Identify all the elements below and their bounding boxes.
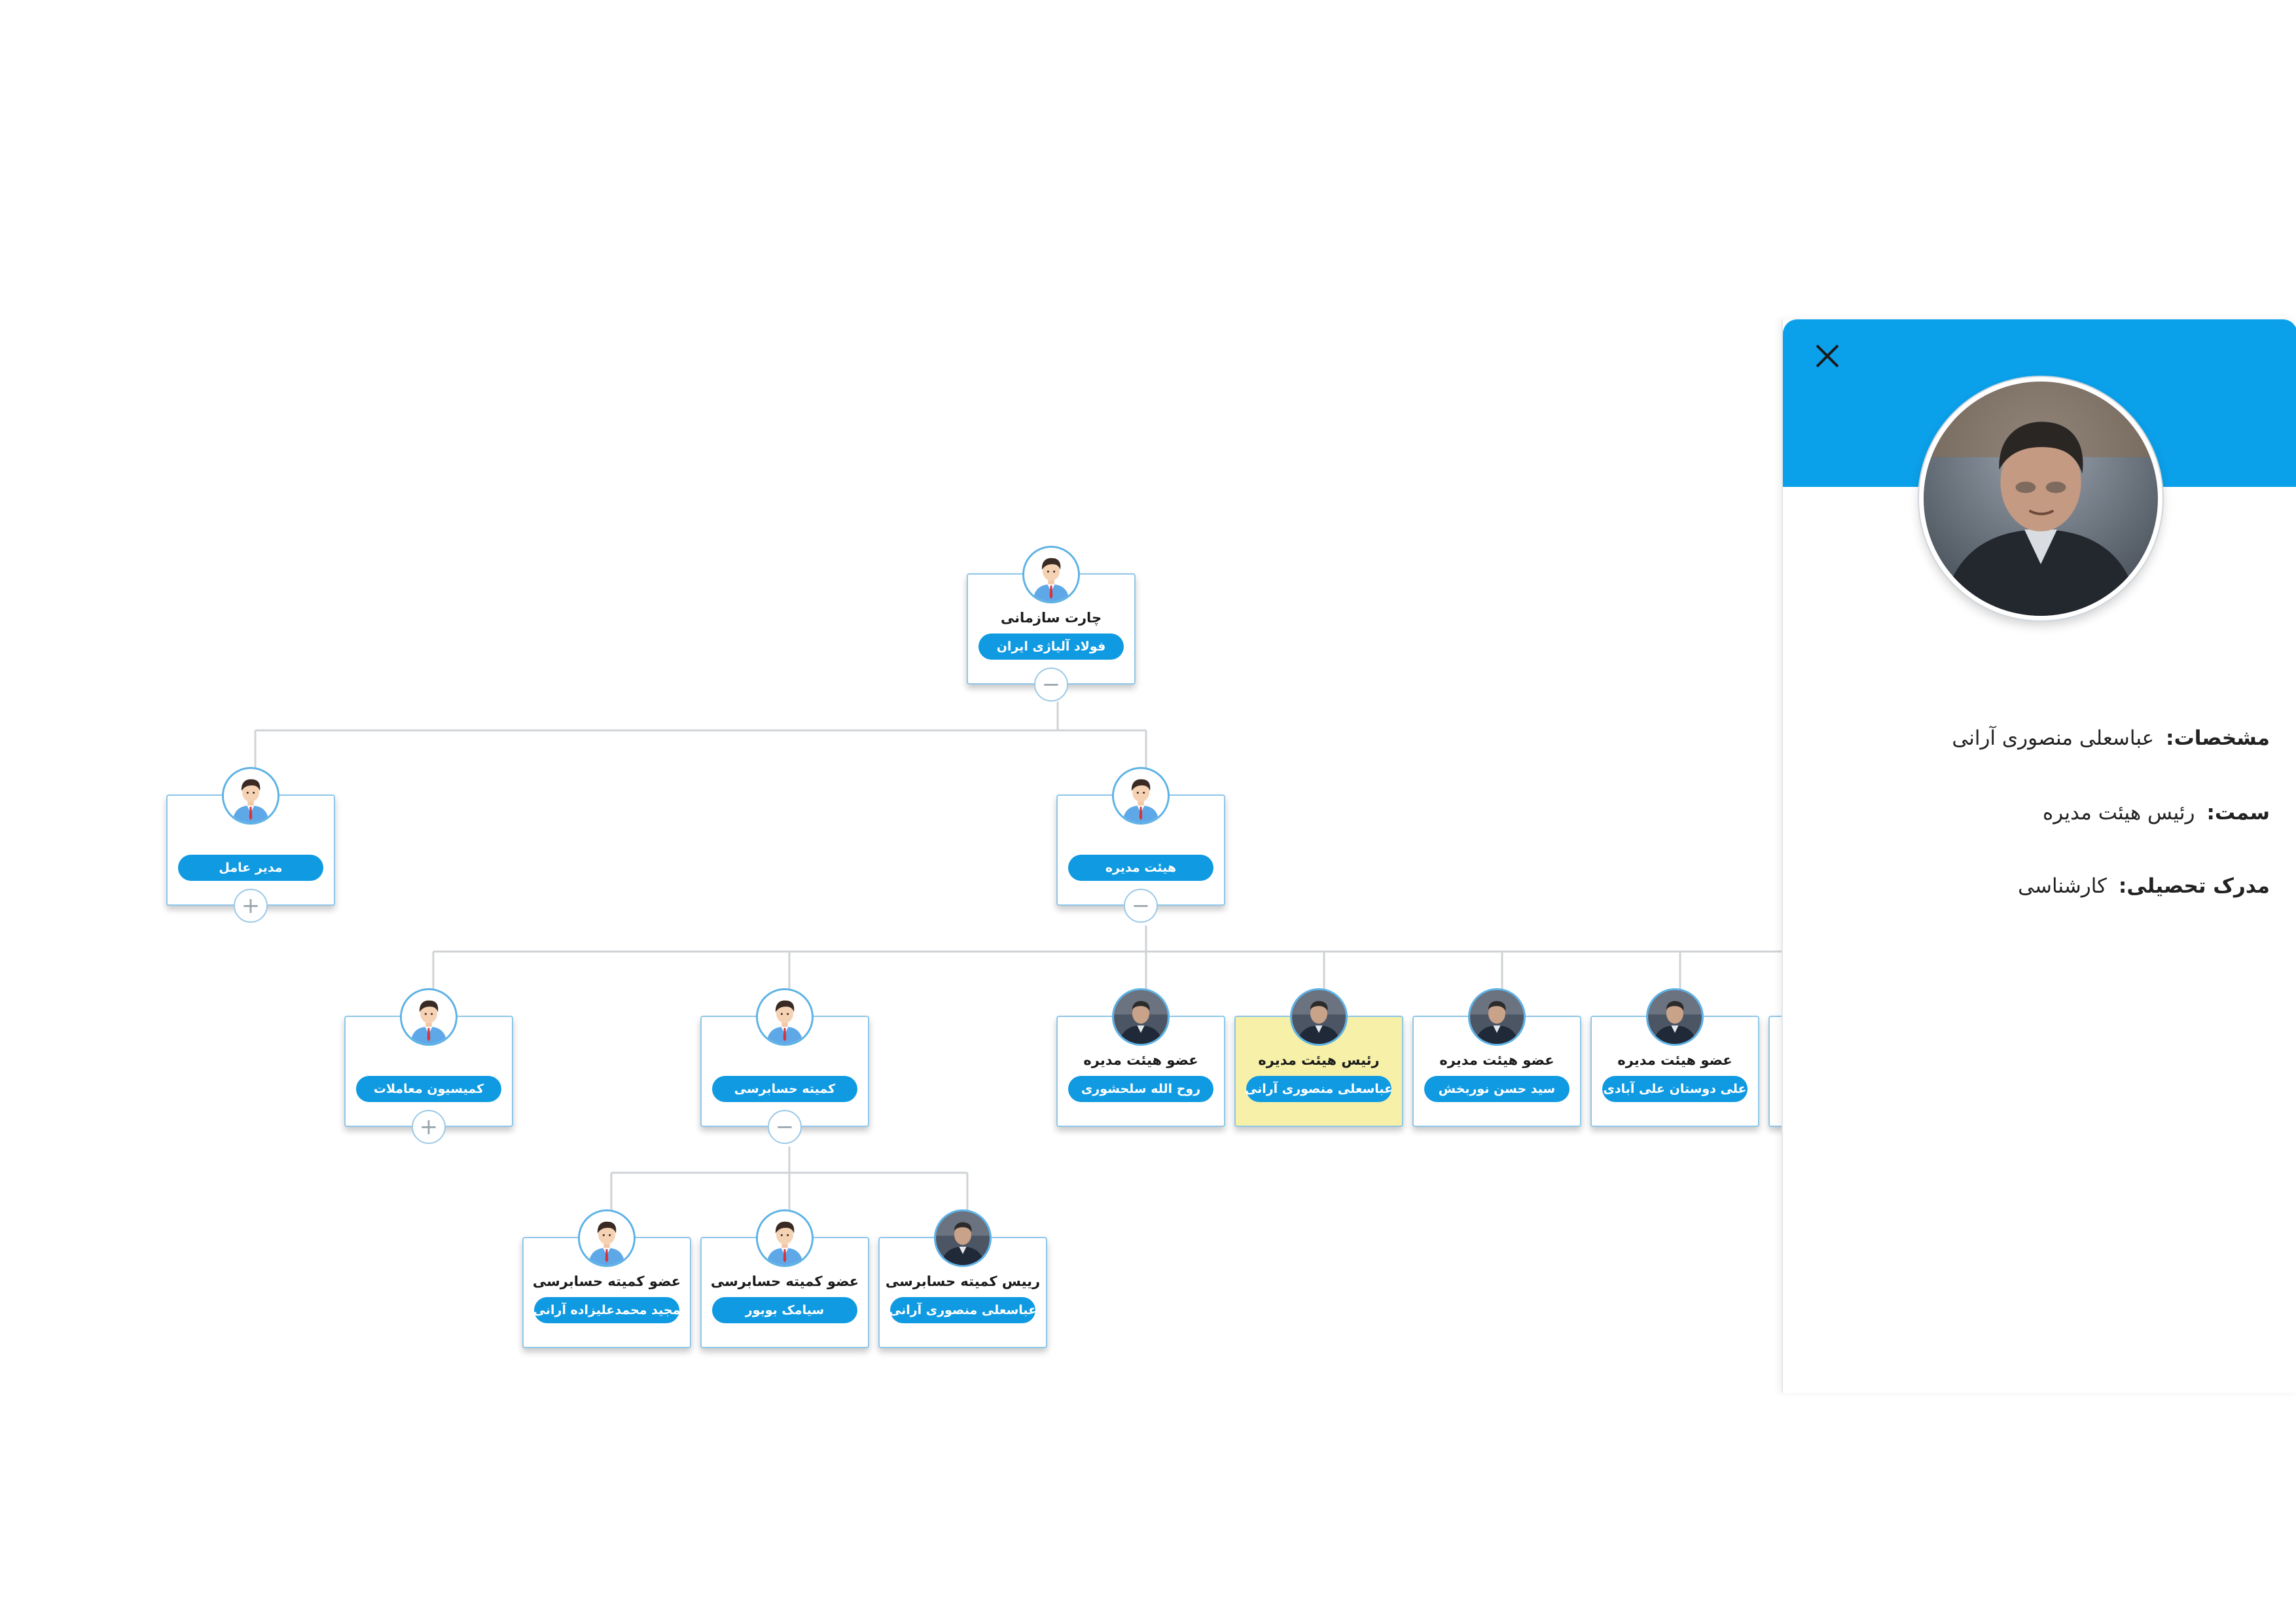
info-key: مشخصات: (2166, 726, 2270, 750)
node-label: فولاد آلیاژی ایران (978, 633, 1124, 660)
org-node-board-member[interactable]: عضو هیئت مدیره روح الله سلحشوری (1056, 988, 1225, 1127)
user-avatar-icon (756, 1209, 814, 1267)
person-photo-icon (1112, 988, 1170, 1046)
person-photo-icon (1646, 988, 1704, 1046)
node-title: عضو هیئت مدیره (1083, 1052, 1198, 1068)
node-label: سیامک بوبور (712, 1297, 857, 1323)
chart-canvas (0, 524, 1793, 1361)
org-node-audit-member[interactable]: عضو کمیته حسابرسی مجید محمدعلیزاده آرانی (522, 1209, 691, 1348)
expand-toggle-button[interactable]: + (234, 889, 268, 923)
node-label: مدیر عامل (178, 855, 323, 881)
close-icon (1816, 344, 1839, 368)
info-key: مدرک تحصیلی: (2118, 874, 2270, 898)
org-node-root[interactable]: چارت سازمانی فولاد آلیاژی ایران − (967, 546, 1136, 702)
org-node-board[interactable]: هیئت مدیره − (1056, 767, 1225, 923)
node-title: رئیس هیئت مدیره (1258, 1052, 1380, 1068)
info-value: کارشناسی (2018, 874, 2107, 898)
info-key: سمت: (2206, 801, 2270, 825)
org-node-board-member[interactable]: عضو هیئت مدیره سید حسن نوربخش (1412, 988, 1581, 1127)
org-node-audit-committee[interactable]: کمیته حسابرسی − (700, 988, 869, 1144)
info-value: عباسعلی منصوری آرانی (1952, 726, 2155, 750)
person-photo-icon (1468, 988, 1526, 1046)
org-node-ceo[interactable]: مدیر عامل + (166, 767, 335, 923)
user-avatar-icon (400, 988, 457, 1046)
org-node-board-member[interactable]: عضو هیئت مدیره علی دوستان علی آبادی (1590, 988, 1759, 1127)
org-node-audit-chair[interactable]: رییس کمیته حسابرسی عباسعلی منصوری آرانی (878, 1209, 1047, 1348)
node-title: رییس کمیته حسابرسی (885, 1274, 1041, 1289)
node-label: عباسعلی منصوری آرانی (1245, 1076, 1393, 1102)
user-avatar-icon (222, 767, 279, 825)
person-photo-icon (934, 1209, 992, 1267)
node-label: عباسعلی منصوری آرانی (889, 1297, 1037, 1323)
info-row-education: مدرک تحصیلی: کارشناسی (2018, 874, 2270, 898)
info-row-name: مشخصات: عباسعلی منصوری آرانی (1952, 726, 2270, 750)
node-title: عضو کمیته حسابرسی (532, 1274, 681, 1289)
node-label: مجید محمدعلیزاده آرانی (533, 1297, 680, 1323)
node-label: کمیسیون معاملات (356, 1076, 501, 1102)
node-title: عضو کمیته حسابرسی (710, 1274, 859, 1289)
node-label: روح الله سلحشوری (1068, 1076, 1213, 1102)
close-button[interactable] (1809, 338, 1846, 374)
collapse-toggle-button[interactable]: − (1034, 668, 1068, 702)
node-title: چارت سازمانی (1000, 610, 1102, 626)
user-avatar-icon (1022, 546, 1080, 603)
info-value: رئیس هیئت مدیره (2042, 801, 2195, 825)
node-label: سید حسن نوربخش (1424, 1076, 1570, 1102)
collapse-toggle-button[interactable]: − (1124, 889, 1158, 923)
org-node-audit-member[interactable]: عضو کمیته حسابرسی سیامک بوبور (700, 1209, 869, 1348)
profile-panel: مشخصات: عباسعلی منصوری آرانی سمت: رئیس هیئ… (1782, 319, 2296, 1393)
org-node-transactions-commission[interactable]: کمیسیون معاملات + (344, 988, 513, 1144)
expand-toggle-button[interactable]: + (412, 1110, 446, 1144)
org-node-board-chairman[interactable]: رئیس هیئت مدیره عباسعلی منصوری آرانی (1234, 988, 1403, 1127)
node-label: هیئت مدیره (1068, 855, 1213, 881)
user-avatar-icon (1112, 767, 1170, 825)
node-title: عضو هیئت مدیره (1617, 1052, 1732, 1068)
collapse-toggle-button[interactable]: − (768, 1110, 802, 1144)
profile-photo (1919, 377, 2162, 620)
node-title: عضو هیئت مدیره (1439, 1052, 1554, 1068)
info-row-position: سمت: رئیس هیئت مدیره (2043, 801, 2270, 825)
user-avatar-icon (578, 1209, 636, 1267)
user-avatar-icon (756, 988, 814, 1046)
person-photo-icon (1290, 988, 1348, 1046)
node-label: علی دوستان علی آبادی (1602, 1076, 1748, 1102)
node-label: کمیته حسابرسی (712, 1076, 857, 1102)
